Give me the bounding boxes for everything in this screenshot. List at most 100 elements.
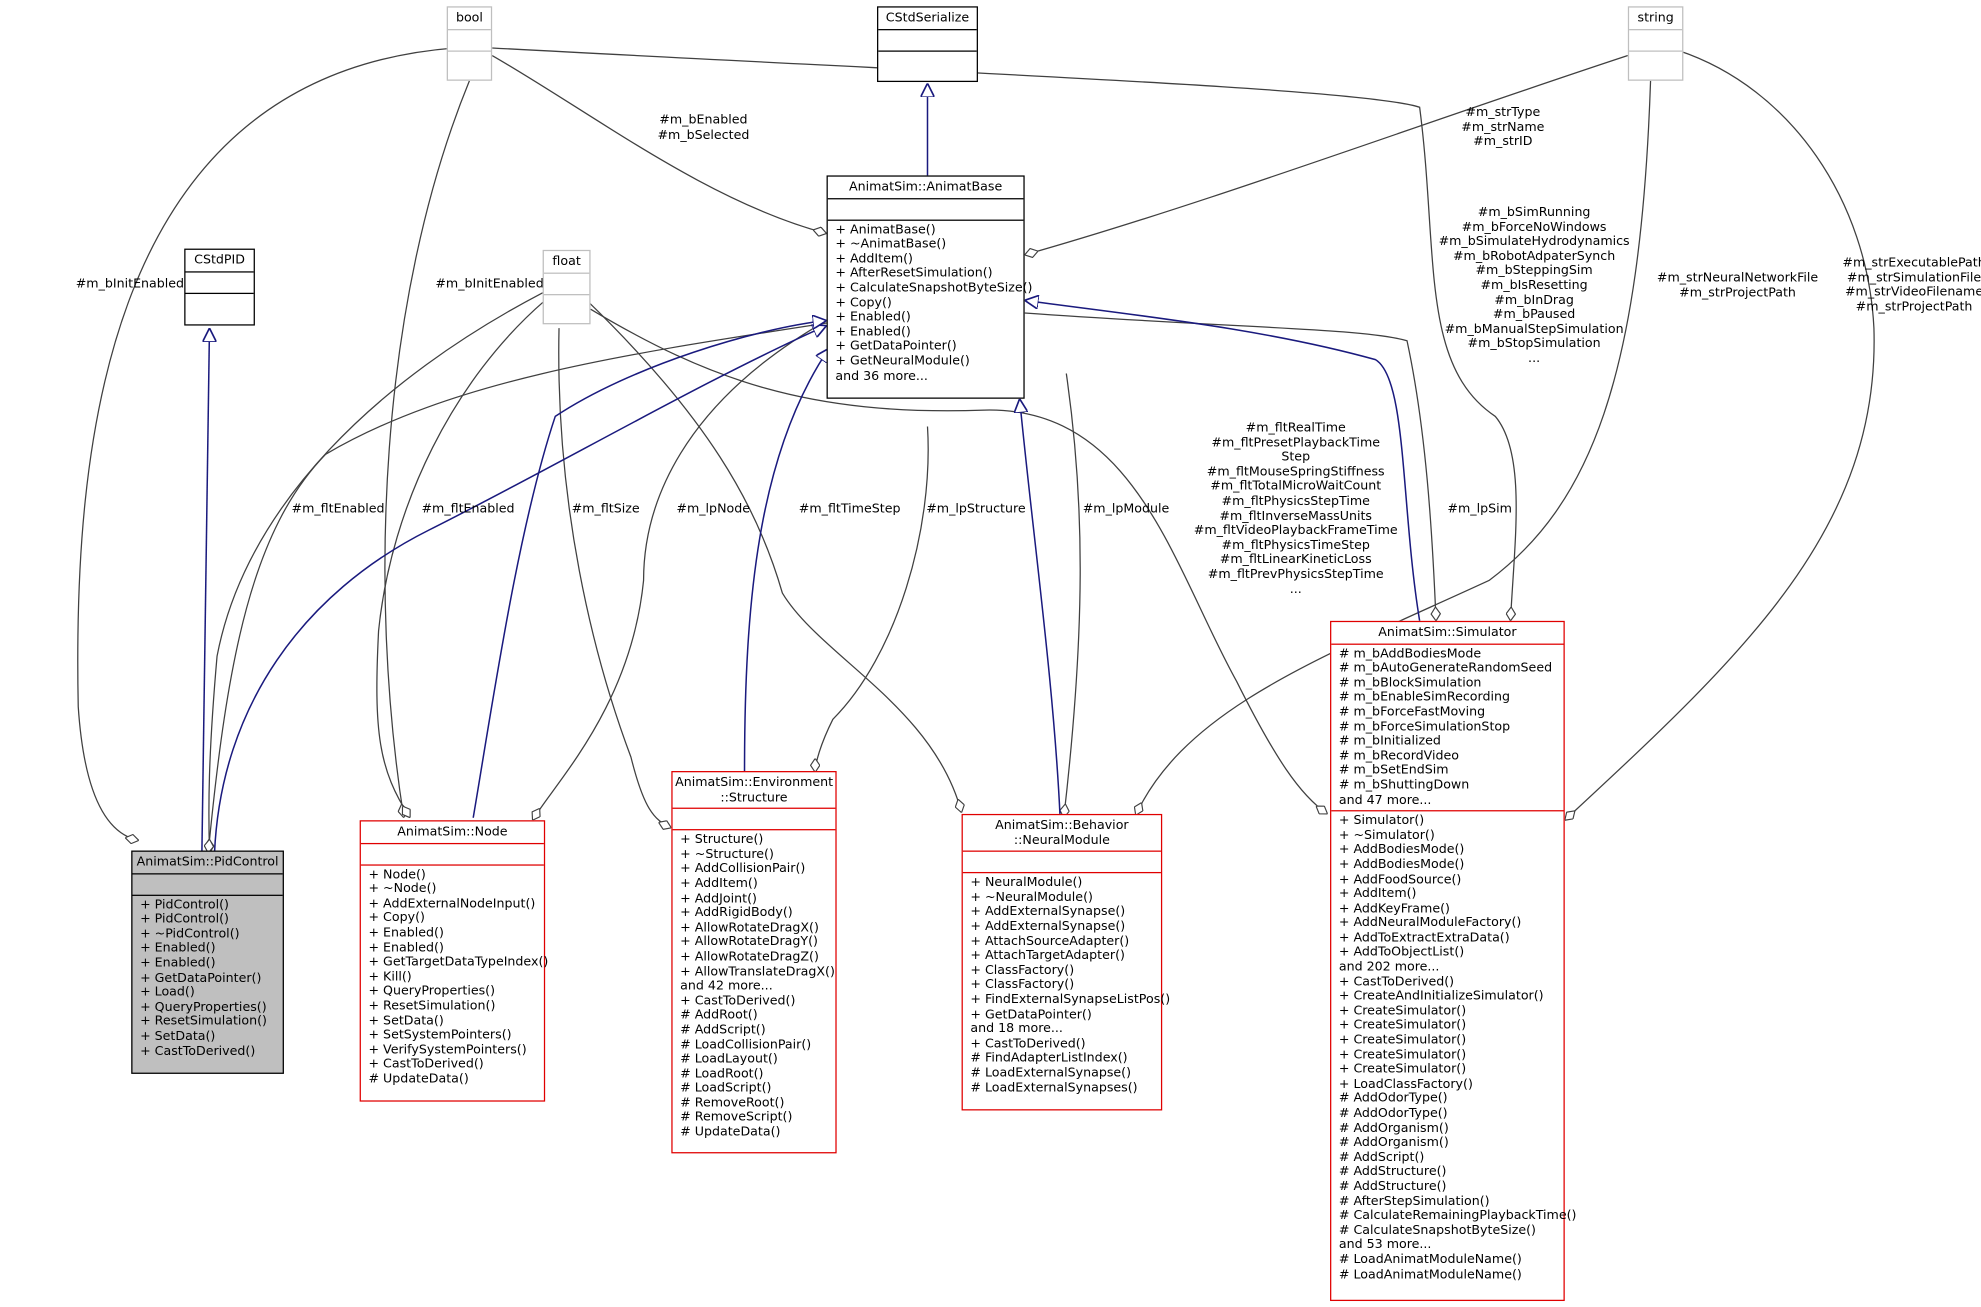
class-structure[interactable]: AnimatSim::Environment ::Structure + Str…	[671, 771, 837, 1154]
inherit-simulator-animatbase	[1025, 300, 1421, 621]
class-attributes	[447, 28, 491, 50]
class-methods: + PidControl()+ PidControl()+ ~PidContro…	[132, 894, 283, 1061]
member-line: + CreateSimulator()	[1338, 1004, 1467, 1019]
class-animatbase[interactable]: AnimatSim::AnimatBase + AnimatBase()+ ~A…	[826, 175, 1032, 399]
member-line: # LoadExternalSynapses()	[970, 1080, 1138, 1095]
class-node[interactable]: AnimatSim::Node + Node()+ ~Node()+ AddEx…	[359, 820, 549, 1102]
class-name: bool	[455, 11, 483, 26]
member-line: + CreateSimulator()	[1338, 1018, 1467, 1033]
member-line: + AddExternalSynapse()	[970, 919, 1126, 934]
member-line: and 42 more...	[680, 979, 773, 994]
class-neuralmodule[interactable]: AnimatSim::Behavior ::NeuralModule + Neu…	[961, 813, 1171, 1111]
member-line: + AttachSourceAdapter()	[970, 934, 1130, 949]
class-string[interactable]: string	[1627, 6, 1684, 81]
edge-label-simflags: #m_bSimRunning #m_bForceNoWindows #m_bSi…	[1438, 205, 1630, 366]
member-line: # m_bForceFastMoving	[1338, 705, 1486, 720]
member-line: # LoadExternalSynapse()	[970, 1066, 1132, 1081]
member-line: + LoadClassFactory()	[1338, 1077, 1473, 1092]
member-line: # AddStructure()	[1338, 1165, 1447, 1180]
member-line: # m_bAddBodiesMode	[1338, 646, 1482, 661]
member-line: + ~Node()	[368, 882, 437, 897]
class-methods	[185, 292, 254, 313]
member-line: + Enabled()	[140, 941, 216, 956]
edge-label-lpsim: #m_lpSim	[1447, 502, 1512, 517]
class-attributes	[185, 270, 254, 292]
member-line: + CreateSimulator()	[1338, 1033, 1467, 1048]
member-line: + PidControl()	[140, 897, 229, 912]
member-line: # UpdateData()	[368, 1072, 469, 1087]
member-line: + QueryProperties()	[140, 1000, 267, 1015]
class-cstdpid[interactable]: CStdPID	[184, 248, 255, 326]
member-line: # LoadRoot()	[680, 1067, 764, 1082]
member-line: # m_bAutoGenerateRandomSeed	[1338, 661, 1553, 676]
member-line: + AddItem()	[680, 876, 758, 891]
edge-structure-float	[558, 328, 672, 828]
edge-animatbase-bool	[491, 54, 826, 234]
member-line: + CastToDerived()	[368, 1057, 484, 1072]
inherit-pidcontrol-animatbase	[213, 326, 827, 854]
class-float[interactable]: float	[542, 249, 591, 325]
member-line: # LoadLayout()	[680, 1052, 778, 1067]
member-line: # AddStructure()	[1338, 1179, 1447, 1194]
member-line: + GetDataPointer()	[970, 1007, 1092, 1022]
member-line: # FindAdapterListIndex()	[970, 1051, 1128, 1066]
member-line: # m_bSetEndSim	[1338, 763, 1449, 778]
member-line: and 47 more...	[1338, 793, 1432, 808]
member-line: # m_bInitialized	[1338, 734, 1441, 749]
edge-node-float	[376, 299, 546, 817]
member-line: + GetDataPointer()	[835, 339, 957, 354]
class-methods	[543, 293, 590, 315]
member-line: + ~NeuralModule()	[970, 890, 1093, 905]
member-line: + GetDataPointer()	[140, 971, 262, 985]
member-line: # AddOrganism()	[1338, 1135, 1449, 1150]
class-simulator[interactable]: AnimatSim::Simulator # m_bAddBodiesMode#…	[1330, 620, 1576, 1302]
class-bool[interactable]: bool	[446, 6, 493, 81]
member-line: and 202 more...	[1338, 960, 1440, 975]
member-line: + AttachTargetAdapter()	[970, 949, 1125, 964]
class-methods	[878, 49, 977, 71]
member-line: + Enabled()	[368, 926, 444, 941]
class-attributes	[360, 842, 544, 863]
edge-label-benabled: #m_bEnabled #m_bSelected	[657, 113, 750, 143]
class-methods: + Node()+ ~Node()+ AddExternalNodeInput(…	[360, 863, 549, 1090]
class-pidcontrol[interactable]: AnimatSim::PidControl + PidControl()+ Pi…	[131, 850, 284, 1074]
edge-label-lpmodule: #m_lpModule	[1082, 502, 1170, 517]
edge-label-lpnode: #m_lpNode	[676, 502, 751, 517]
member-line: + AddExternalSynapse()	[970, 905, 1126, 920]
member-line: # AddOrganism()	[1338, 1121, 1449, 1136]
class-name: AnimatSim::Behavior ::NeuralModule	[995, 818, 1129, 848]
member-line: + AddRigidBody()	[680, 906, 793, 921]
member-line: and 53 more...	[1338, 1238, 1432, 1253]
member-line: # LoadScript()	[680, 1081, 772, 1096]
edge-label-exepath: #m_strExecutablePath #m_strSimulationFil…	[1842, 256, 1981, 314]
edge-neuralmodule-float	[586, 299, 962, 812]
member-line: + AddToExtractExtraData()	[1338, 931, 1510, 946]
class-attributes	[132, 872, 283, 894]
edge-structure-animatbase	[815, 426, 929, 773]
member-line: + QueryProperties()	[368, 984, 496, 999]
member-line: + AnimatBase()	[835, 222, 936, 237]
member-line: + Structure()	[680, 833, 764, 847]
edge-label-fltsize: #m_fltSize	[571, 502, 640, 517]
class-methods: + Structure()+ ~Structure()+ AddCollisio…	[672, 829, 836, 1143]
inherit-pidcontrol-cstdpid	[201, 328, 210, 852]
class-name: float	[552, 254, 581, 269]
member-line: and 36 more...	[835, 369, 928, 384]
member-line: + CastToDerived()	[970, 1036, 1086, 1051]
member-line: + AddExternalNodeInput()	[368, 896, 536, 911]
class-name: AnimatSim::Environment ::Structure	[675, 776, 834, 805]
member-line: + ResetSimulation()	[368, 999, 496, 1014]
member-line: + PidControl()	[140, 912, 229, 927]
class-cstdserialize[interactable]: CStdSerialize	[877, 6, 978, 83]
member-line: + FindExternalSynapseListPos()	[970, 993, 1171, 1007]
inherit-structure-animatbase	[743, 348, 830, 773]
class-methods: + AnimatBase()+ ~AnimatBase()+ AddItem()…	[827, 219, 1032, 386]
edge-node-bool	[384, 80, 471, 818]
member-line: + ClassFactory()	[970, 963, 1075, 978]
member-line: + GetTargetDataTypeIndex()	[368, 955, 549, 970]
member-line: + AddItem()	[1338, 887, 1417, 902]
member-line: + ClassFactory()	[970, 978, 1075, 993]
member-line: + ~Structure()	[680, 847, 774, 862]
edge-node-animatbase	[533, 319, 827, 821]
member-line: # m_bForceSimulationStop	[1338, 719, 1511, 734]
